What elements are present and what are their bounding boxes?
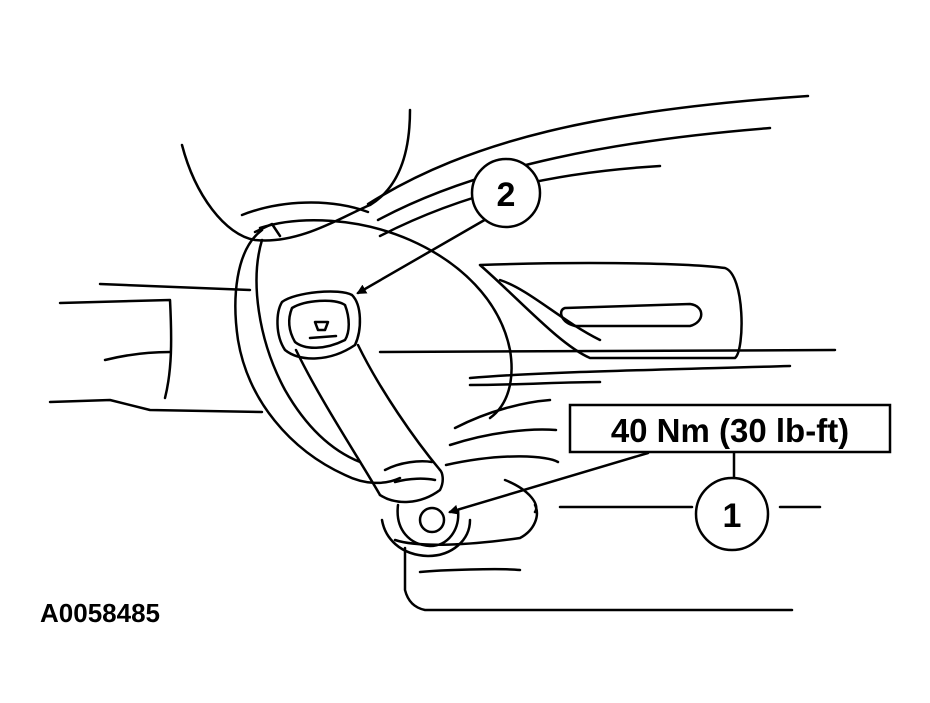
case-line-1	[468, 364, 792, 380]
torque-spec-label: 40 Nm (30 lb-ft)	[611, 412, 849, 449]
switch-body-rim	[253, 222, 282, 238]
connector-housing-inner	[288, 299, 350, 349]
callout-1: 1	[694, 476, 770, 552]
callout-2-arrow	[356, 216, 490, 295]
case-line-4	[448, 428, 558, 447]
bracket-outline	[403, 546, 794, 612]
switch-arm-left-edge	[294, 348, 382, 497]
case-lower-outline	[393, 503, 539, 547]
case-line-6	[503, 478, 538, 514]
frame-line-1	[98, 282, 252, 292]
selector-lever-crossline	[378, 348, 837, 354]
frame-line-2	[58, 298, 173, 400]
bracket-inner-line	[418, 567, 522, 574]
callout-1-arrow	[448, 451, 650, 515]
callout-2-number: 2	[497, 176, 516, 214]
mounting-bolt-collar	[380, 518, 472, 558]
selector-lever-outline	[478, 261, 743, 360]
selector-lever-slot	[559, 302, 703, 328]
strut-tower-top-edge	[240, 201, 370, 217]
switch-arm-right-edge	[356, 343, 442, 472]
strut-tower-outline	[180, 108, 412, 242]
selector-lever-edge	[498, 278, 602, 342]
torque-spec-frame	[568, 403, 892, 454]
switch-arm-groove	[393, 477, 437, 484]
callout-1-circle	[694, 476, 770, 552]
frame-line-4	[103, 350, 172, 362]
connector-housing-outer	[276, 290, 362, 360]
switch-body-outline	[234, 228, 402, 485]
callout-2: 2	[470, 157, 542, 229]
callout-2-circle	[470, 157, 542, 229]
case-line-3	[453, 398, 552, 430]
connector-pin-line	[308, 334, 338, 340]
case-line-2	[468, 380, 602, 387]
switch-body-inner-face	[255, 238, 362, 464]
torque-spec-box: 40 Nm (30 lb-ft)	[568, 403, 892, 454]
switch-body-face	[258, 219, 513, 420]
case-line-5	[444, 455, 560, 467]
switch-arm-tip	[378, 468, 444, 504]
body-panel-line-mid	[376, 126, 772, 222]
body-panel-line-upper	[366, 94, 810, 206]
mounting-bolt	[418, 506, 446, 534]
mounting-bolt-boss	[396, 503, 460, 548]
callout-1-number: 1	[723, 497, 742, 535]
figure-id: A0058485	[40, 598, 160, 628]
frame-line-3	[48, 398, 264, 414]
switch-arm-band	[383, 460, 434, 472]
connector-pin-tab	[313, 320, 330, 332]
